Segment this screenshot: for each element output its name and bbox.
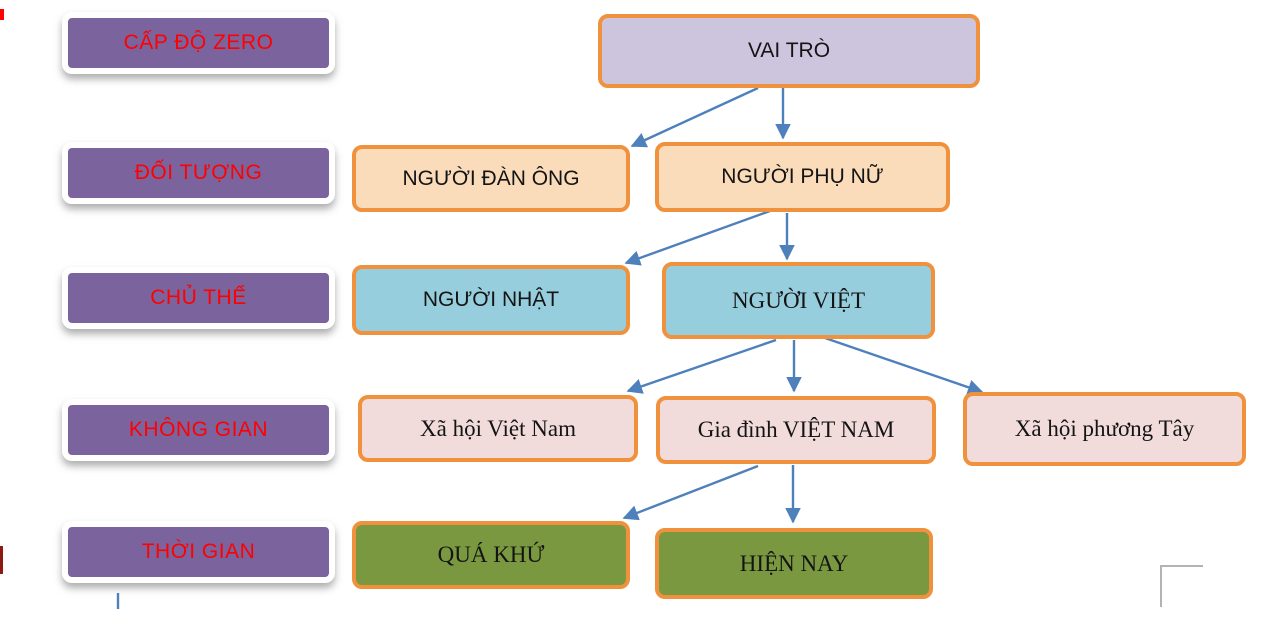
node-nguoi-phu-nu: NGƯỜI PHỤ NỮ	[655, 142, 950, 212]
level-label: ĐỐI TƯỢNG	[134, 161, 263, 184]
node-hien-nay: HIỆN NAY	[655, 528, 933, 599]
node-label: VAI TRÒ	[747, 39, 831, 62]
node-qua-khu: QUÁ KHỨ	[352, 521, 630, 589]
arrow-vaitro-to-nguoidanong	[630, 86, 759, 148]
node-label: QUÁ KHỨ	[437, 542, 545, 567]
level-chu-the: CHỦ THỂ	[62, 267, 335, 329]
level-label: CẤP ĐỘ ZERO	[123, 31, 274, 54]
arrow-nguoiphunu-to-nguoinhat	[624, 209, 771, 266]
node-label: Xã hội Việt Nam	[420, 415, 576, 441]
page-corner-mark	[1160, 565, 1203, 607]
level-doi-tuong: ĐỐI TƯỢNG	[62, 142, 335, 204]
node-label: Xã hội phương Tây	[1014, 416, 1195, 441]
level-label: KHÔNG GIAN	[128, 418, 269, 441]
node-label: NGƯỜI PHỤ NỮ	[721, 165, 884, 188]
node-nguoi-nhat: NGƯỜI NHẬT	[352, 265, 630, 335]
node-label: NGƯỜI VIỆT	[731, 287, 866, 313]
level-label: CHỦ THỂ	[150, 286, 247, 309]
node-label: HIỆN NAY	[739, 550, 849, 576]
level-cap-do-zero: CẤP ĐỘ ZERO	[62, 12, 335, 74]
level-thoi-gian: THỜI GIAN	[62, 521, 335, 583]
node-xa-hoi-phuong-tay: Xã hội phương Tây	[963, 392, 1246, 466]
arrow-nguoiviet-to-xahoivietnam	[626, 338, 777, 394]
arrow-nguoiviet-to-xahoiphuongtay	[824, 336, 984, 395]
node-nguoi-dan-ong: NGƯỜI ĐÀN ÔNG	[352, 145, 630, 212]
node-nguoi-viet: NGƯỜI VIỆT	[662, 262, 935, 339]
node-label: NGƯỜI NHẬT	[422, 288, 560, 311]
node-xa-hoi-viet-nam: Xã hội Việt Nam	[358, 395, 638, 462]
node-label: NGƯỜI ĐÀN ÔNG	[402, 166, 580, 190]
node-label: Gia đình VIỆT NAM	[697, 417, 895, 442]
node-vai-tro: VAI TRÒ	[598, 14, 980, 88]
node-gia-dinh-viet-nam: Gia đình VIỆT NAM	[656, 396, 936, 464]
level-label: THỜI GIAN	[141, 540, 256, 563]
level-khong-gian: KHÔNG GIAN	[62, 399, 335, 461]
arrow-giadinh-to-quakhu	[622, 464, 759, 521]
clipped-content-fragment-top	[0, 9, 4, 20]
clipped-content-fragment-bottom	[0, 546, 3, 574]
